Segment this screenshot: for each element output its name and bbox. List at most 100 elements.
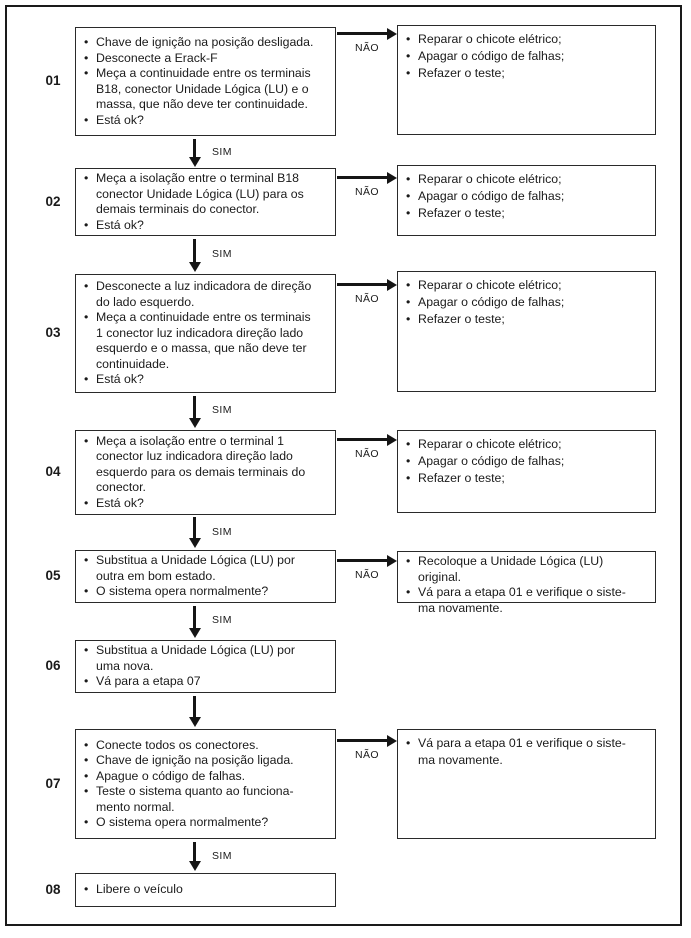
list-item: •Apagar o código de falhas; [406, 188, 649, 205]
bullet-glyph: • [406, 189, 411, 203]
step-number-06: 06 [45, 658, 61, 673]
arrow-head-icon [387, 278, 397, 291]
action-text: Substitua a Unidade Lógica (LU) por uma … [96, 643, 295, 673]
step-02-remedy-box: •Reparar o chicote elétrico; •Apagar o c… [397, 165, 656, 236]
arrow-shaft [193, 606, 196, 628]
action-text: Meça a continuidade entre os terminais 1… [96, 310, 311, 371]
list-item: • Substitua a Unidade Lógica (LU) por out… [84, 553, 329, 584]
no-label: NÃO [355, 569, 379, 581]
remedy-text: Refazer o teste; [418, 66, 505, 80]
bullet-glyph: • [84, 50, 89, 65]
bullet-glyph: • [84, 217, 89, 232]
yes-label: SIM [212, 850, 232, 862]
bullet-glyph: • [84, 784, 89, 798]
arrow-head-icon [188, 262, 201, 272]
step-01-remedy-box: •Reparar o chicote elétrico; •Apagar o c… [397, 25, 656, 135]
yes-arrow [188, 842, 201, 871]
list-item: • Está ok? [84, 496, 329, 512]
remedy-text: Apagar o código de falhas; [418, 295, 565, 309]
step-08-action-box: •Libere o veículo [75, 873, 336, 907]
arrow-head-icon [387, 734, 397, 747]
action-text: O sistema opera normalmente? [96, 584, 269, 599]
step-number-08: 08 [45, 882, 61, 897]
bullet-glyph: • [406, 32, 411, 46]
action-text: Está ok? [96, 495, 144, 510]
arrow-head-icon [387, 433, 397, 446]
list-item: • Meça a continuidade entre os terminais … [84, 310, 329, 372]
bullet-glyph: • [84, 553, 89, 568]
step-07-action-box: •Conecte todos os conectores. • Chave de … [75, 729, 336, 839]
bullet-glyph: • [406, 66, 411, 80]
list-item: •Reparar o chicote elétrico; [406, 31, 649, 48]
remedy-text: Refazer o teste; [418, 312, 505, 326]
remedy-text: Refazer o teste; [418, 206, 505, 220]
action-text: Meça a isolação entre o terminal B18 con… [96, 171, 304, 216]
step-number-04: 04 [45, 464, 61, 479]
arrow-shaft [337, 283, 387, 286]
arrow-head-icon [188, 538, 201, 548]
list-item: •Refazer o teste; [406, 470, 649, 487]
list-item: •Reparar o chicote elétrico; [406, 436, 649, 453]
yes-label: SIM [212, 614, 232, 626]
no-label: NÃO [355, 749, 379, 761]
bullet-glyph: • [84, 433, 89, 448]
bullet-glyph: • [84, 674, 89, 689]
step-number-02: 02 [45, 194, 61, 209]
bullet-glyph: • [84, 753, 89, 767]
list-item: •Vá para a etapa 01 e verifique o siste-… [406, 735, 649, 769]
action-text: Desconecte a Erack-F [96, 50, 218, 65]
arrow-shaft [337, 438, 387, 441]
list-item: •Reparar o chicote elétrico; [406, 171, 649, 188]
down-arrow [188, 696, 201, 727]
action-text: Meça a continuidade entre os terminais B… [96, 66, 311, 111]
bullet-glyph: • [84, 495, 89, 510]
list-item: •Libere o veículo [84, 882, 329, 898]
bullet-glyph: • [406, 49, 411, 63]
list-item: • Refazer o teste; [406, 65, 649, 82]
no-arrow [337, 278, 397, 291]
step-number-03: 03 [45, 325, 61, 340]
no-label: NÃO [355, 448, 379, 460]
remedy-text: Reparar o chicote elétrico; [418, 278, 562, 292]
action-text: Chave de ignição na posição ligada. [96, 753, 294, 767]
arrow-shaft [337, 32, 387, 35]
yes-label: SIM [212, 146, 232, 158]
step-05-remedy-box: •Recoloque a Unidade Lógica (LU) origina… [397, 551, 656, 615]
bullet-glyph: • [406, 312, 411, 326]
list-item: •Conecte todos os conectores. [84, 738, 329, 754]
arrow-shaft [193, 842, 196, 861]
bullet-glyph: • [406, 295, 411, 309]
arrow-shaft [193, 396, 196, 418]
step-03-action-box: • Desconecte a luz indicadora de direção … [75, 274, 336, 393]
step-01-action-box: •Chave de ignição na posição desligada. … [75, 27, 336, 136]
bullet-glyph: • [84, 310, 89, 325]
yes-label: SIM [212, 248, 232, 260]
list-item: •Recoloque a Unidade Lógica (LU) origina… [406, 554, 649, 585]
arrow-shaft [193, 517, 196, 538]
step-07-remedy-box: •Vá para a etapa 01 e verifique o siste-… [397, 729, 656, 839]
list-item: •Vá para a etapa 07 [84, 674, 329, 690]
no-label: NÃO [355, 42, 379, 54]
action-text: Desconecte a luz indicadora de direção d… [96, 279, 312, 309]
bullet-glyph: • [84, 171, 89, 185]
list-item: •Está ok? [84, 372, 329, 388]
list-item: •O sistema opera normalmente? [84, 584, 329, 600]
action-text: Apague o código de falhas. [96, 768, 246, 783]
list-item: • Desconecte a Erack-F [84, 51, 329, 67]
arrow-shaft [337, 176, 387, 179]
action-text: Meça a isolação entre o terminal 1 conec… [96, 433, 306, 495]
remedy-text: Apagar o código de falhas; [418, 454, 565, 468]
bullet-glyph: • [406, 437, 411, 451]
bullet-glyph: • [84, 372, 89, 387]
bullet-glyph: • [84, 815, 89, 829]
arrow-head-icon [387, 554, 397, 567]
list-item: •Apagar o código de falhas; [406, 453, 649, 470]
action-text: Substitua a Unidade Lógica (LU) por outr… [96, 553, 295, 583]
bullet-glyph: • [84, 279, 89, 294]
arrow-head-icon [387, 171, 397, 184]
step-number-01: 01 [45, 73, 61, 88]
step-06-action-box: • Substitua a Unidade Lógica (LU) por uma… [75, 640, 336, 693]
list-item: •O sistema opera normalmente? [84, 815, 329, 831]
arrow-head-icon [188, 418, 201, 428]
bullet-glyph: • [84, 768, 89, 783]
